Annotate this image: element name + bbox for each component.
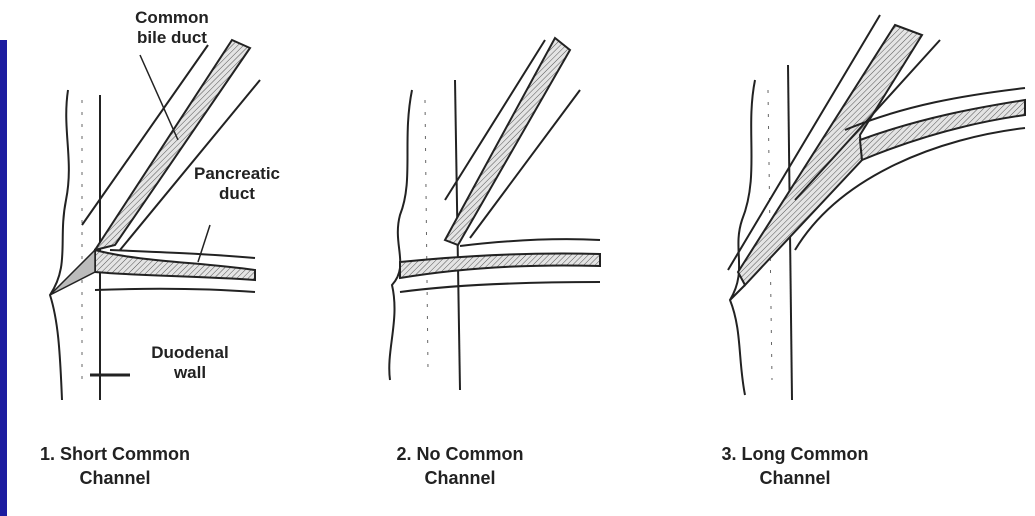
duodenal-wall-outer-1	[50, 90, 69, 400]
caption-1-line2: Channel	[10, 466, 220, 490]
duodenal-wall-outer-3	[730, 80, 755, 395]
duodenal-wall-label-line2: wall	[140, 363, 240, 383]
common-bile-duct-3	[738, 25, 922, 285]
caption-2-line1: 2. No Common	[360, 442, 560, 466]
common-bile-duct-1	[95, 40, 250, 250]
pancreatic-duct-2	[400, 253, 600, 278]
common-bile-duct-2	[445, 38, 570, 245]
duodenal-wall-outer-2	[389, 90, 412, 380]
caption-2: 2. No Common Channel	[360, 442, 560, 490]
pancreatic-duct-label-line1: Pancreatic	[182, 164, 292, 184]
common-bile-duct-label: Common bile duct	[112, 8, 232, 48]
pancreatic-duct-1	[95, 250, 255, 280]
caption-1-line1: 1. Short Common	[10, 442, 220, 466]
caption-3-line2: Channel	[690, 466, 900, 490]
panel-no-common-channel	[389, 38, 600, 390]
duodenal-wall-label-line1: Duodenal	[140, 343, 240, 363]
common-bile-duct-label-line2: bile duct	[112, 28, 232, 48]
caption-3: 3. Long Common Channel	[690, 442, 900, 490]
pancreatic-duct-label-line2: duct	[182, 184, 292, 204]
pancreatic-duct-label: Pancreatic duct	[182, 164, 292, 204]
common-bile-duct-label-line1: Common	[112, 8, 232, 28]
panel-long-common-channel	[728, 15, 1025, 400]
caption-1: 1. Short Common Channel	[10, 442, 220, 490]
caption-3-line1: 3. Long Common	[690, 442, 900, 466]
caption-2-line2: Channel	[360, 466, 560, 490]
duodenal-wall-label: Duodenal wall	[140, 343, 240, 383]
pancreatic-duct-3	[860, 100, 1025, 160]
